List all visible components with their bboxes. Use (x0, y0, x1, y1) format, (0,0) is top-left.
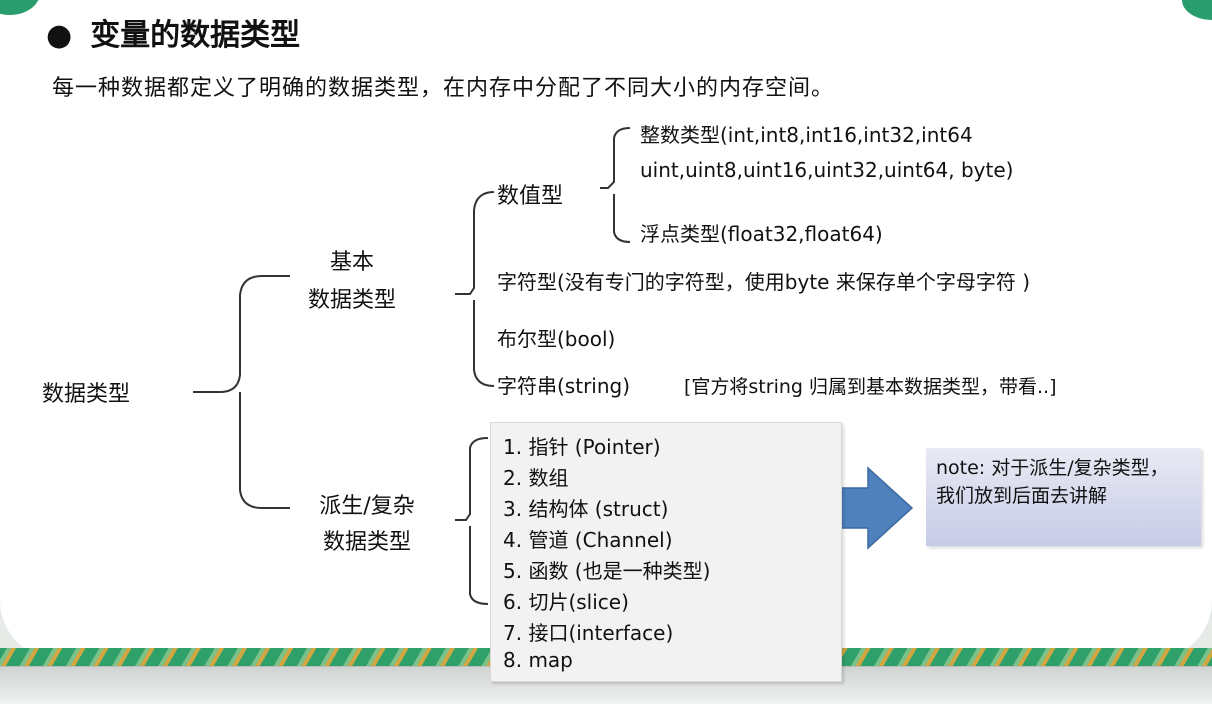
note-box: note: 对于派生/复杂类型，我们放到后面去讲解 (926, 448, 1201, 546)
int-types-line2: uint,uint8,uint16,uint32,uint64, byte) (640, 158, 1014, 182)
numeric-label: 数值型 (497, 184, 564, 209)
derived-label-line1: 派生/复杂 (319, 494, 415, 519)
basic-label-line2: 数据类型 (307, 288, 396, 313)
list-item: 3. 结构体 (struct) (503, 497, 669, 521)
string-type: 字符串(string) (497, 374, 631, 398)
slide-title: ● 变量的数据类型 (46, 10, 300, 54)
root-label: 数据类型 (42, 382, 131, 407)
list-item: 2. 数组 (503, 466, 569, 490)
note-text: note: 对于派生/复杂类型，我们放到后面去讲解 (936, 457, 1169, 507)
char-type: 字符型(没有专门的字符型，使用byte 来保存单个字母字符 ) (497, 270, 1030, 294)
basic-label-line1: 基本 (329, 250, 374, 275)
derived-label-line2: 数据类型 (322, 530, 411, 555)
list-item: 8. map (503, 648, 573, 672)
list-item: 1. 指针 (Pointer) (503, 435, 661, 459)
list-item: 5. 函数 (也是一种类型) (503, 559, 711, 583)
bullet-icon: ● (46, 18, 73, 53)
list-item: 7. 接口(interface) (503, 621, 674, 645)
list-item: 4. 管道 (Channel) (503, 528, 673, 552)
int-types-line1: 整数类型(int,int8,int16,int32,int64 (640, 123, 973, 147)
string-note: [官方将string 归属到基本数据类型，带看..] (684, 376, 1057, 398)
bool-type: 布尔型(bool) (497, 327, 616, 351)
derived-types-list: 1. 指针 (Pointer) 2. 数组 3. 结构体 (struct) 4.… (490, 422, 842, 682)
list-item: 6. 切片(slice) (503, 590, 629, 614)
float-types: 浮点类型(float32,float64) (640, 222, 883, 246)
tree-brackets (193, 127, 914, 605)
slide-title-text: 变量的数据类型 (90, 18, 301, 53)
intro-text: 每一种数据都定义了明确的数据类型，在内存中分配了不同大小的内存空间。 (52, 76, 835, 101)
